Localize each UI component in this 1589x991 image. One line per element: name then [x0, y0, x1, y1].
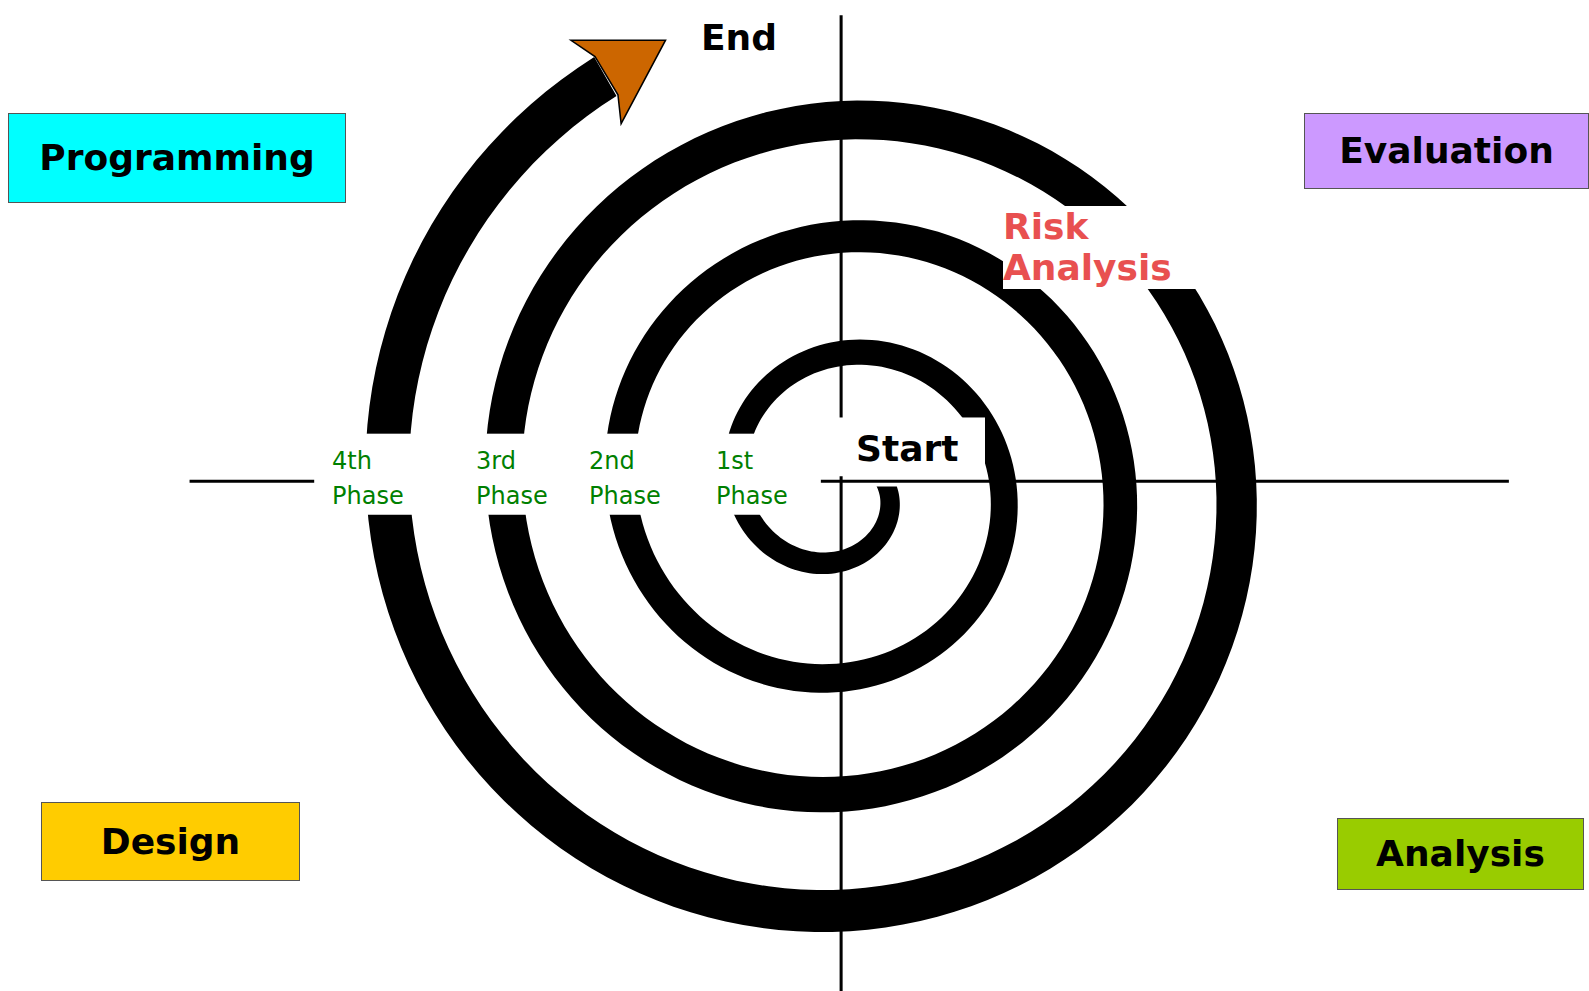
- phase-label: 4th Phase: [332, 444, 404, 514]
- vertical-axis: [840, 15, 843, 991]
- phase-box: Design: [41, 802, 300, 881]
- phase-name: Design: [101, 820, 240, 863]
- phase-name: Evaluation: [1339, 129, 1554, 172]
- phase-box: Analysis: [1337, 818, 1584, 890]
- phase-name: Analysis: [1376, 832, 1545, 875]
- phase-box: Evaluation: [1304, 113, 1589, 189]
- start-patch: [826, 417, 985, 476]
- phase-label: 2nd Phase: [589, 444, 661, 514]
- end-arrowhead: [571, 40, 666, 123]
- phase-box: Programming: [8, 113, 346, 203]
- start-label: Start: [856, 427, 958, 470]
- phase-label: 1st Phase: [716, 444, 788, 514]
- label-band: [314, 434, 821, 515]
- phase-name: Programming: [39, 136, 314, 179]
- risk-analysis-label: Risk Analysis: [1003, 206, 1203, 289]
- phase-label: 3rd Phase: [476, 444, 548, 514]
- end-label: End: [701, 16, 777, 59]
